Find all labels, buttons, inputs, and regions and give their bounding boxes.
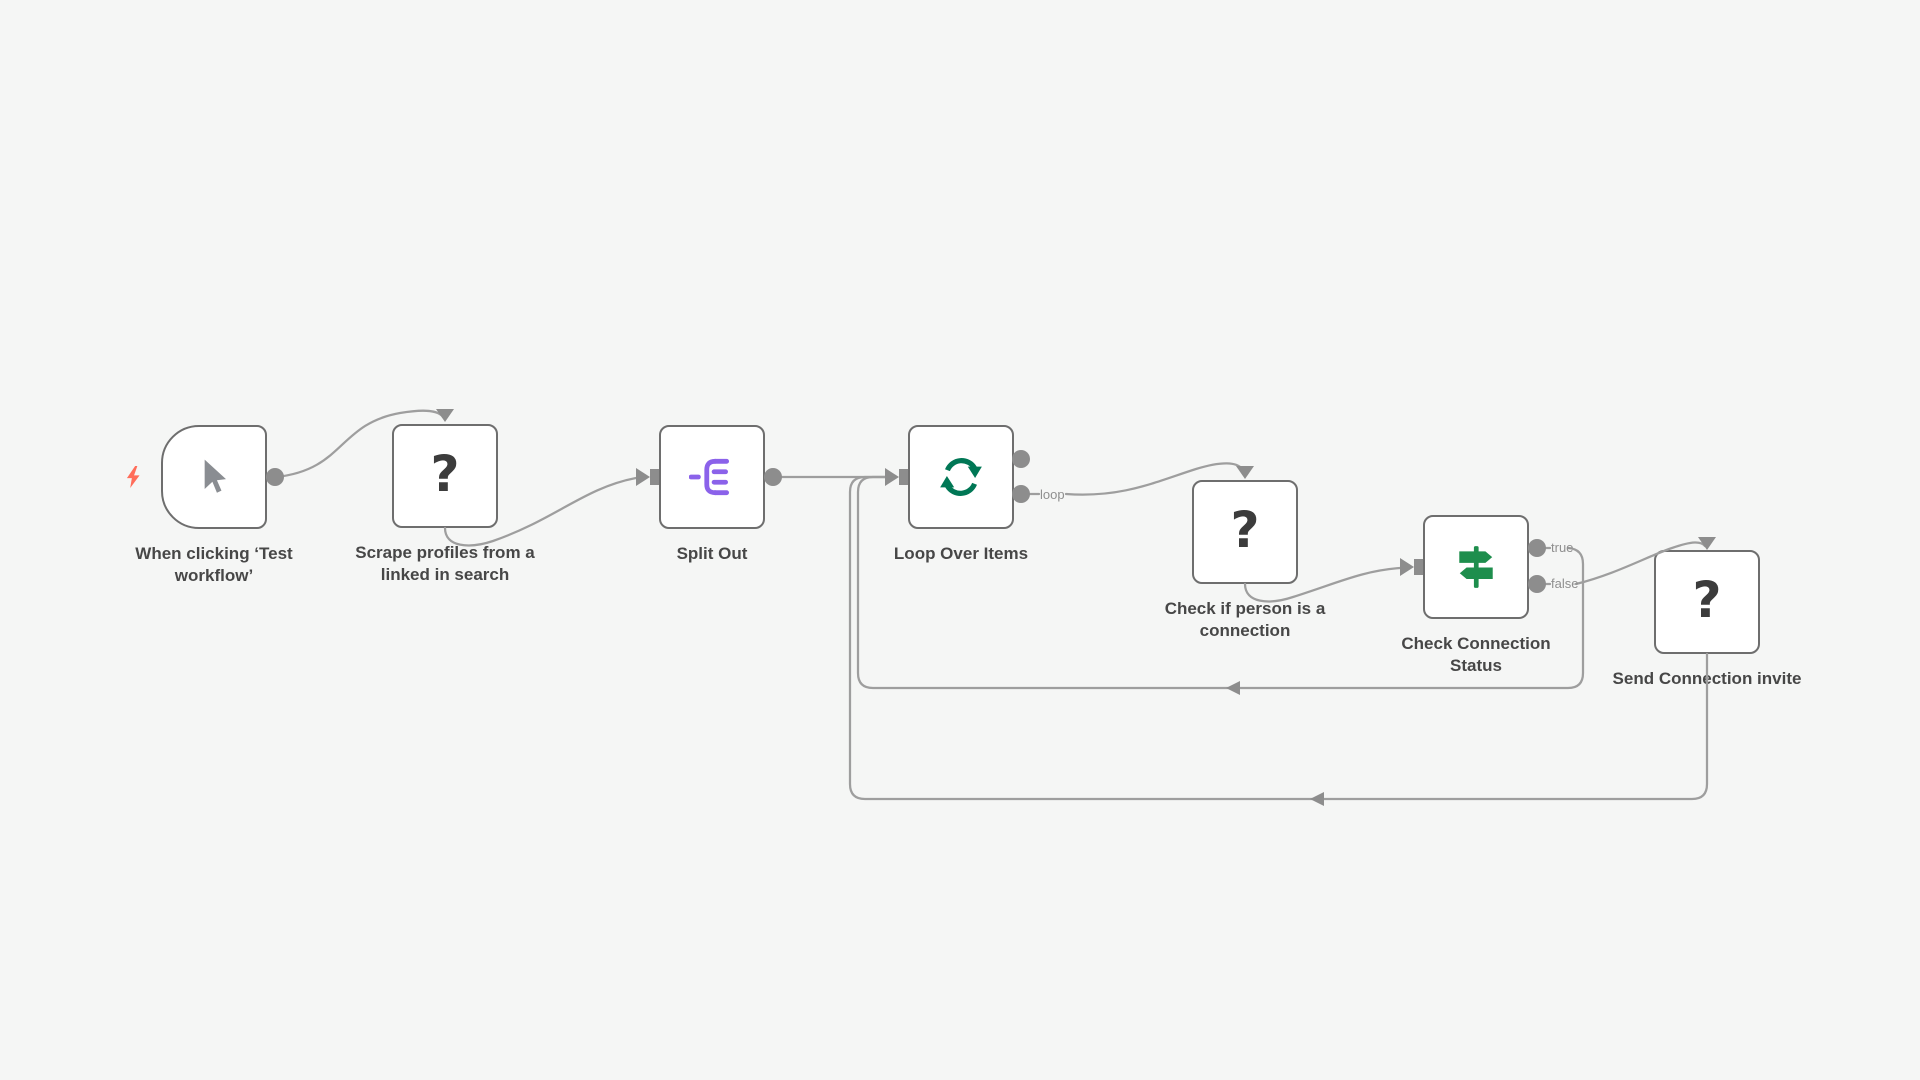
node-label: Check Connection Status bbox=[1401, 634, 1551, 675]
node-send-connection-invite[interactable]: ? Send Connection invite bbox=[1613, 550, 1801, 688]
node-when-clicking-test-workflow[interactable]: When clicking ‘Test workflow’ bbox=[135, 425, 293, 585]
question-icon: ? bbox=[1230, 501, 1260, 559]
node-body[interactable]: ? bbox=[1654, 550, 1760, 654]
node-body[interactable] bbox=[1423, 515, 1529, 619]
port-label-false: false bbox=[1551, 576, 1579, 591]
node-split-out[interactable]: Split Out bbox=[659, 425, 765, 563]
input-port-splitout[interactable] bbox=[636, 468, 659, 486]
port-label-true: true bbox=[1551, 540, 1574, 555]
output-port-if-false[interactable] bbox=[1528, 575, 1546, 593]
input-port-loop[interactable] bbox=[885, 468, 908, 486]
node-label: When clicking ‘Test workflow’ bbox=[135, 544, 293, 585]
loopback-arrow-upper bbox=[1226, 681, 1240, 695]
loop-icon bbox=[940, 458, 982, 496]
input-arrow-scrape bbox=[436, 409, 454, 422]
output-port-loop-loop[interactable] bbox=[1012, 485, 1030, 503]
output-port-if-true[interactable] bbox=[1528, 539, 1546, 557]
output-port-trigger[interactable] bbox=[266, 468, 284, 486]
input-arrow-sendinvite bbox=[1698, 537, 1716, 550]
output-port-splitout[interactable] bbox=[764, 468, 782, 486]
question-icon: ? bbox=[1692, 571, 1722, 629]
output-port-loop-done[interactable] bbox=[1012, 450, 1030, 468]
question-icon: ? bbox=[430, 445, 460, 503]
node-loop-over-items[interactable]: Loop Over Items bbox=[894, 425, 1028, 563]
node-scrape-profiles[interactable]: ? Scrape profiles from a linked in searc… bbox=[355, 424, 535, 584]
cursor-icon bbox=[204, 459, 226, 493]
node-label: Split Out bbox=[676, 544, 748, 563]
node-label: Scrape profiles from a linked in search bbox=[355, 543, 535, 584]
input-port-checkstatus[interactable] bbox=[1400, 558, 1423, 576]
split-out-icon bbox=[689, 458, 730, 496]
node-check-connection-status[interactable]: Check Connection Status bbox=[1401, 515, 1551, 675]
node-body[interactable] bbox=[161, 425, 267, 529]
node-body[interactable] bbox=[659, 425, 765, 529]
node-label: Loop Over Items bbox=[893, 544, 1029, 563]
port-label-loop: loop bbox=[1040, 487, 1065, 502]
lightning-icon bbox=[126, 466, 140, 488]
node-label: Check if person is a connection bbox=[1164, 599, 1326, 640]
node-label: Send Connection invite bbox=[1612, 669, 1802, 688]
loopback-arrow-lower bbox=[1310, 792, 1324, 806]
node-body[interactable] bbox=[908, 425, 1014, 529]
signpost-icon bbox=[1459, 546, 1493, 588]
node-body[interactable]: ? bbox=[392, 424, 498, 528]
node-body[interactable]: ? bbox=[1192, 480, 1298, 584]
node-check-if-person-connection[interactable]: ? Check if person is a connection bbox=[1165, 480, 1325, 640]
input-arrow-checkperson bbox=[1236, 466, 1254, 479]
